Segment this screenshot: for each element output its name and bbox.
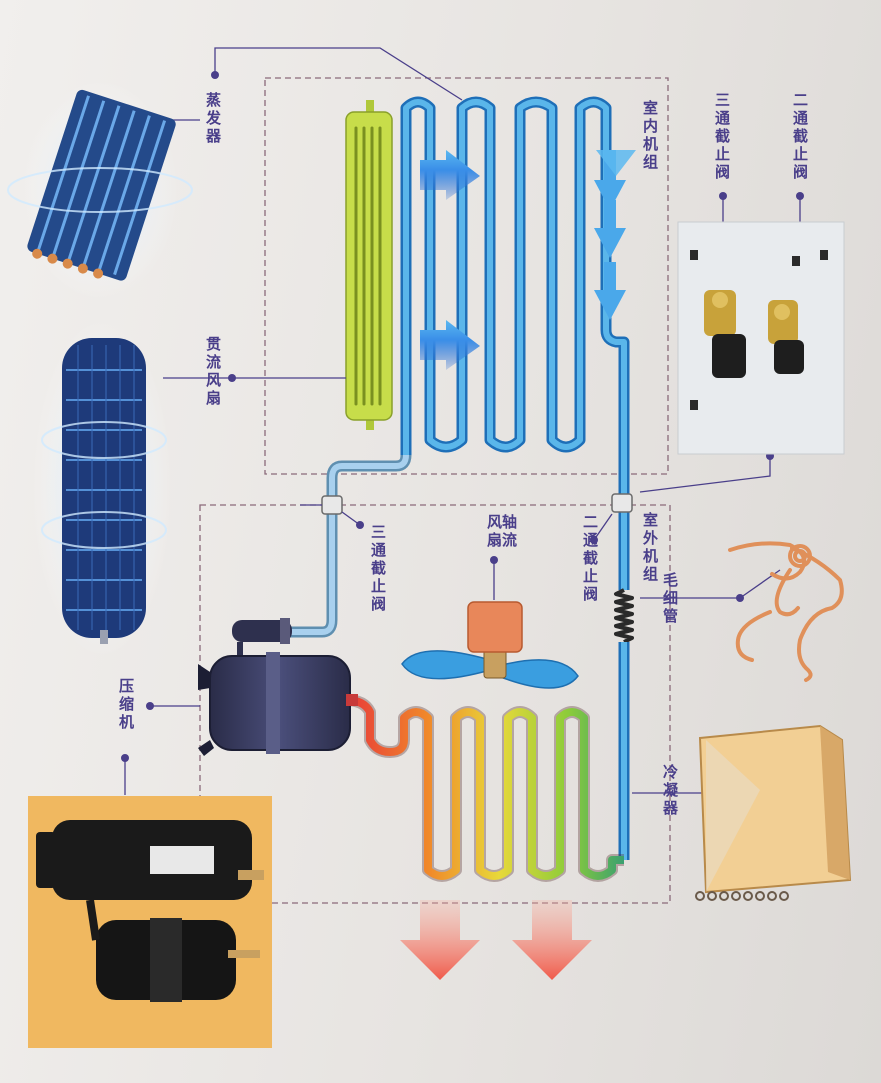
label-cross-flow-fan: 贯流风扇 <box>204 336 222 408</box>
compressor-diagram <box>198 618 358 756</box>
label-compressor: 压缩机 <box>117 678 135 732</box>
valve-photo <box>677 221 845 455</box>
label-three-way-valve-mid: 三通截止阀 <box>369 524 387 614</box>
label-evaporator: 蒸发器 <box>204 92 222 146</box>
evaporator-block <box>345 100 393 430</box>
hot-air-arrows <box>400 900 592 980</box>
label-indoor-unit: 室内机组 <box>641 100 659 172</box>
label-two-way-valve-top: 二通截止阀 <box>791 92 809 182</box>
two-way-valve-connector <box>611 493 633 513</box>
cold-air-arrows <box>420 150 636 370</box>
cross-flow-fan-photo <box>32 318 172 658</box>
evaporator-photo <box>7 80 193 300</box>
label-outdoor-unit: 室外机组 <box>641 512 659 584</box>
leader-dots <box>121 71 804 762</box>
label-three-way-valve-top: 三通截止阀 <box>713 92 731 182</box>
capillary-photo <box>728 541 844 682</box>
capillary-spring <box>614 588 634 644</box>
label-capillary: 毛细管 <box>661 572 679 626</box>
label-two-way-valve-mid: 二通截止阀 <box>581 514 599 604</box>
axial-fan <box>401 601 579 689</box>
label-condenser: 冷凝器 <box>661 764 679 818</box>
label-axial-fan: 轴流风扇 <box>485 514 518 550</box>
compressor-photo <box>28 796 272 1048</box>
condenser-photo <box>695 724 852 901</box>
three-way-valve-connector <box>321 495 343 515</box>
indoor-unit-box <box>264 77 669 475</box>
